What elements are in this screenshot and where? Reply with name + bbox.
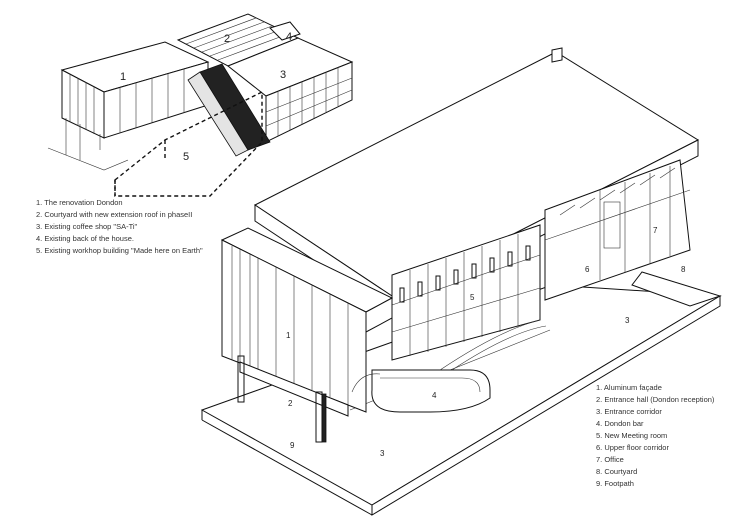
main-axonometric: 1 2 3 3 4 5 6 7 8 9 (200, 47, 722, 516)
meeting-room-louvres (399, 245, 531, 303)
office-mullions (544, 166, 691, 280)
axo-number-2: 2 (288, 399, 293, 408)
legend-item: 7. Office (596, 455, 624, 464)
site-number-3: 3 (280, 69, 286, 81)
axo-number-6: 6 (585, 265, 590, 274)
site-number-2: 2 (224, 33, 230, 45)
legend-item: 1. The renovation Dondon (36, 198, 123, 207)
site-back-house (269, 21, 301, 41)
legend-item: 6. Upper floor corridor (596, 443, 669, 452)
axo-number-7: 7 (653, 226, 658, 235)
legend-item: 4. Dondon bar (596, 419, 644, 428)
legend-item: 3. Existing coffee shop "SA-Ti" (36, 222, 138, 231)
site-number-5: 5 (183, 151, 189, 163)
site-number-1: 1 (120, 71, 126, 83)
legend-item: 9. Footpath (596, 479, 634, 488)
axo-number-5: 5 (470, 293, 475, 302)
axo-number-4: 4 (432, 391, 437, 400)
entrance-columns (237, 355, 327, 443)
legend-item: 2. Entrance hall (Dondon reception) (596, 395, 715, 404)
site-number-4: 4 (286, 31, 292, 43)
axo-number-9: 9 (290, 441, 295, 450)
courtyard-floor (631, 271, 722, 307)
site-plan-axonometric: 1 2 3 4 5 (47, 13, 354, 197)
upper-corridor-wall (544, 159, 691, 301)
axo-number-8: 8 (681, 265, 686, 274)
legend-item: 5. Existing workhop building "Made here … (36, 246, 203, 255)
axo-number-1: 1 (286, 331, 291, 340)
legend-item: 2. Courtyard with new extension roof in … (36, 210, 193, 219)
legend-item: 4. Existing back of the house. (36, 234, 134, 243)
site-plan-legend: 1. The renovation Dondon 2. Courtyard wi… (36, 197, 203, 257)
site-coffee-shop-front (265, 61, 353, 143)
site-courtyard-roof-ribs (185, 17, 289, 61)
axonometric-legend: 1. Aluminum façade 2. Entrance hall (Don… (596, 382, 714, 490)
axo-number-3b: 3 (380, 449, 385, 458)
roof-beams (559, 167, 676, 216)
legend-item: 5. New Meeting room (596, 431, 668, 440)
site-building-1-facade (69, 69, 185, 134)
site-coffee-shop-grid (265, 67, 353, 136)
legend-item: 3. Entrance corridor (596, 407, 662, 416)
legend-item: 1. Aluminum façade (596, 383, 662, 392)
legend-item: 8. Courtyard (596, 467, 638, 476)
meeting-room-grid (391, 234, 541, 356)
dondon-bar (371, 369, 491, 413)
aluminum-facade-fins (231, 246, 349, 405)
entrance-hall-floor (239, 361, 349, 417)
axo-number-3a: 3 (625, 316, 630, 325)
